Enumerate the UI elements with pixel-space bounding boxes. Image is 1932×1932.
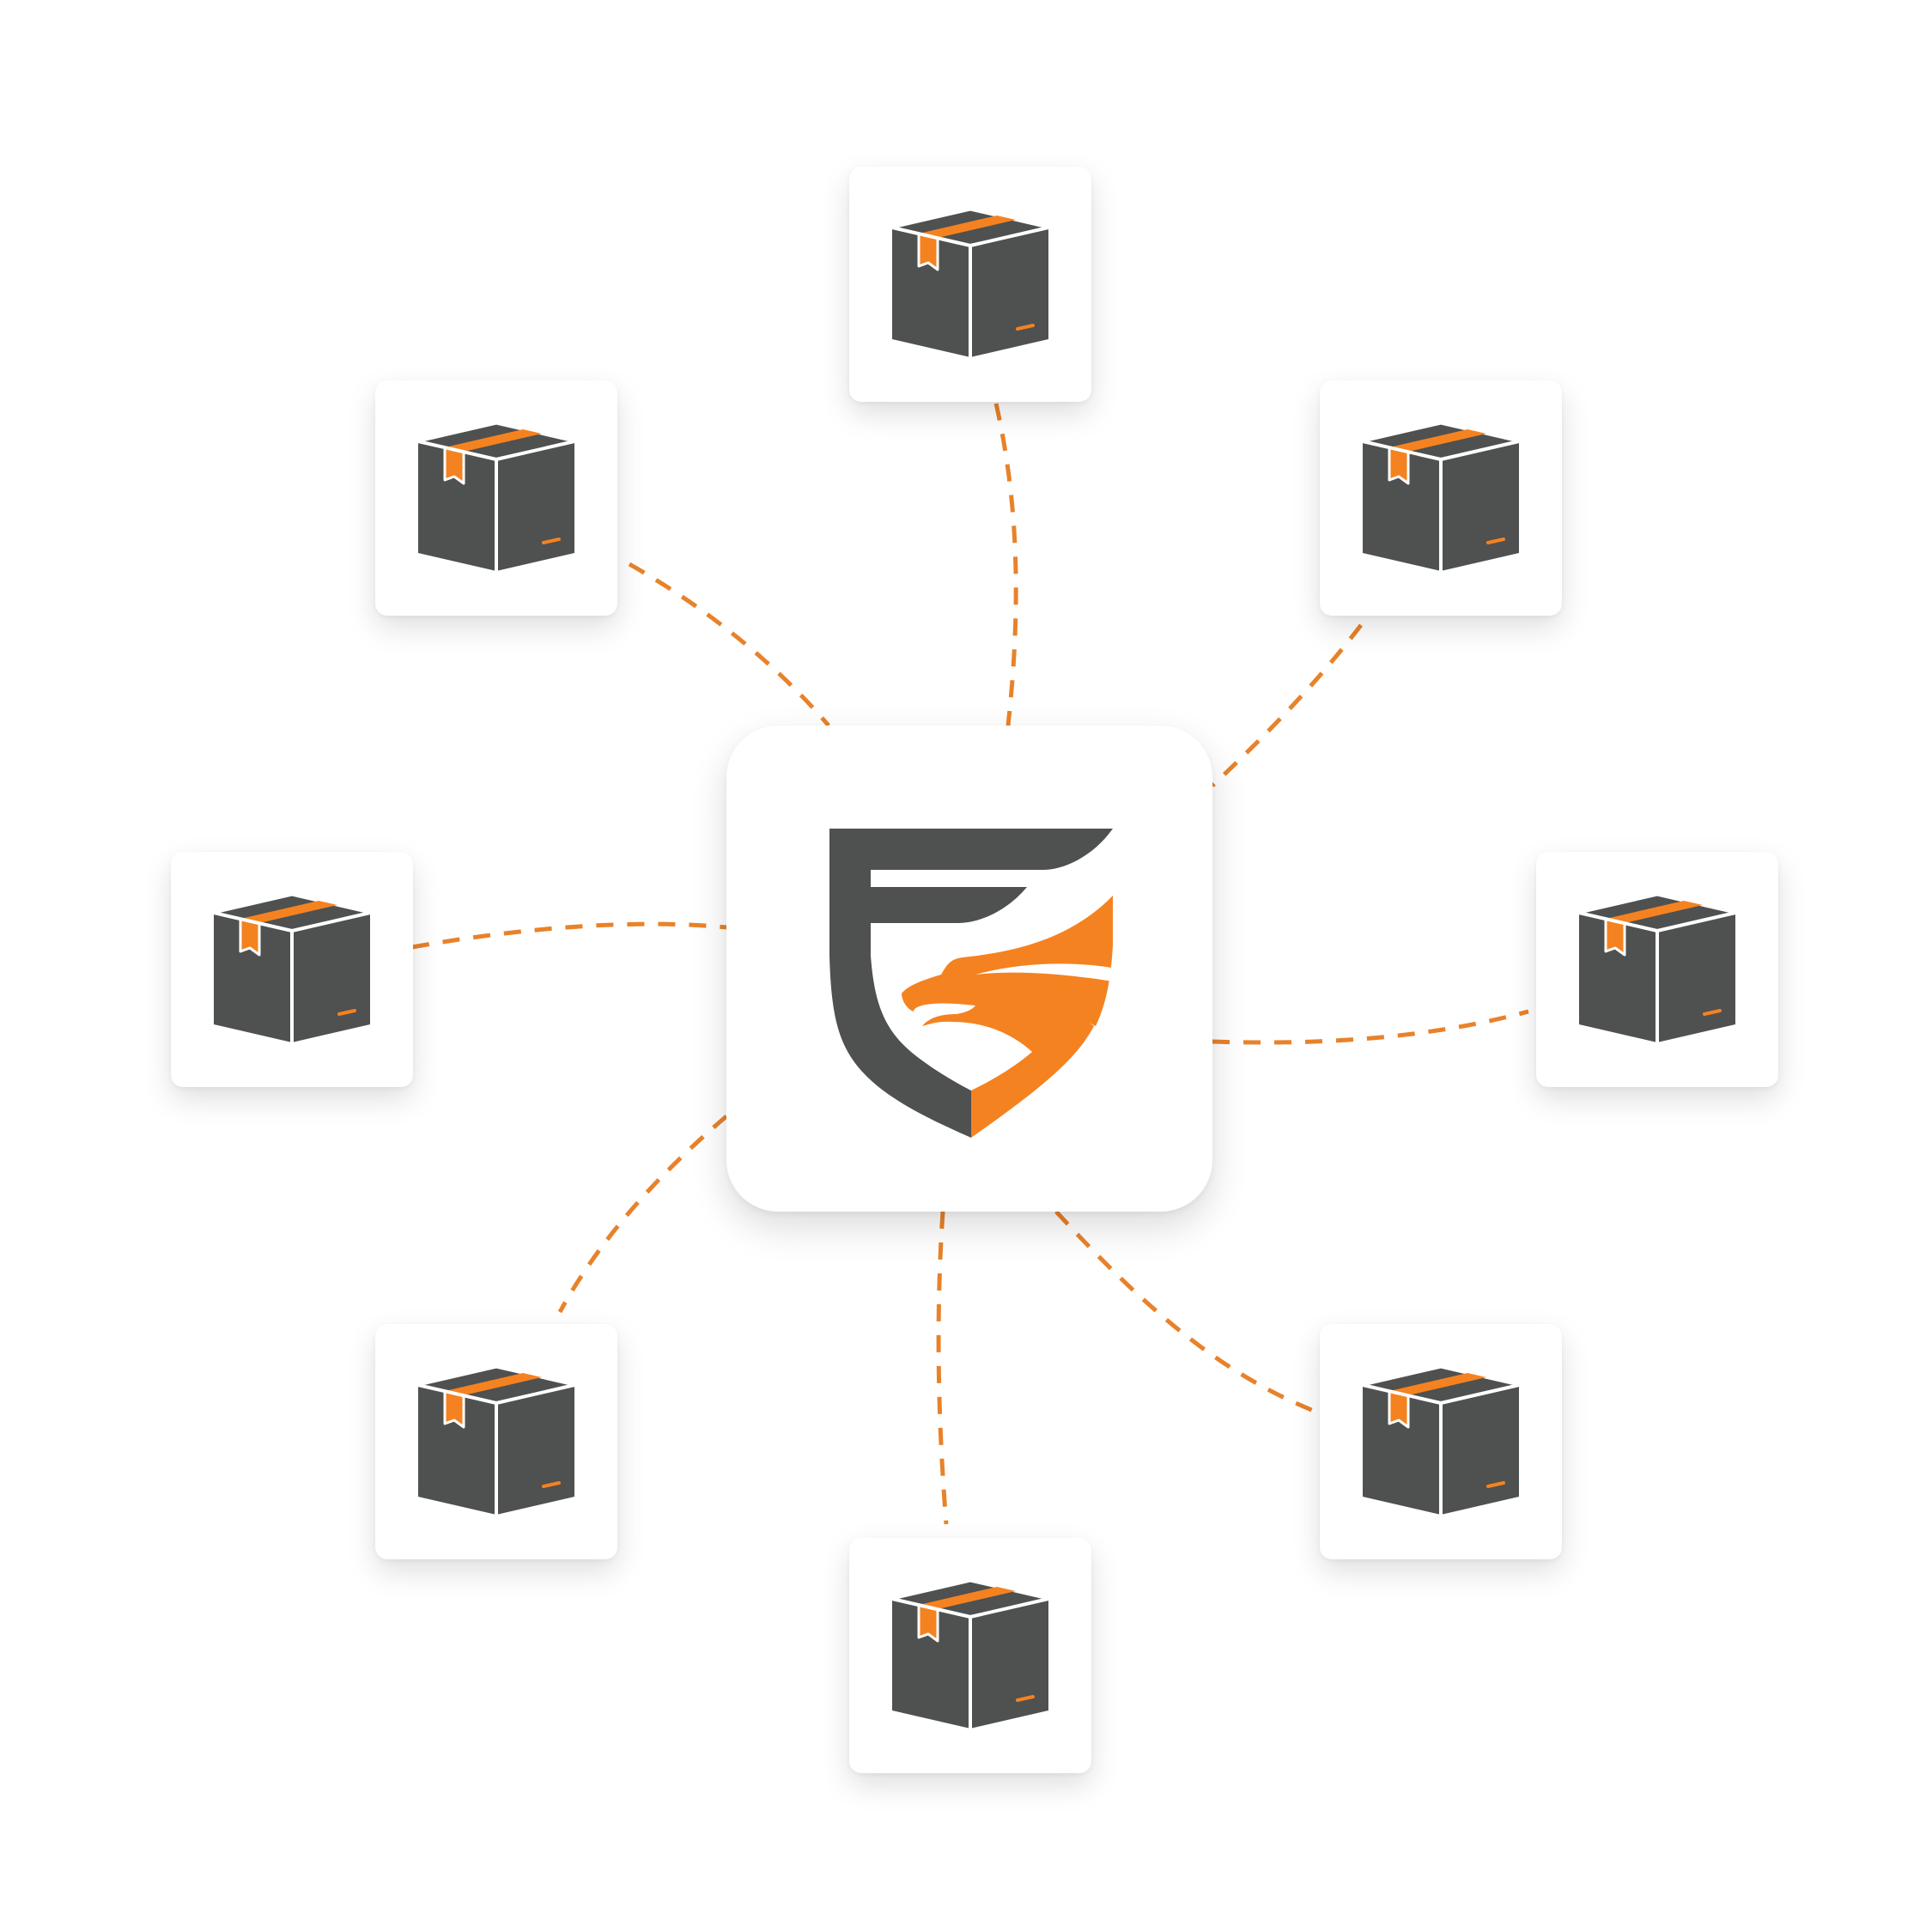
connector-bottom-right	[1054, 1210, 1319, 1415]
package-box-icon	[1361, 422, 1521, 571]
package-box-icon	[890, 208, 1050, 357]
package-box-icon	[1361, 1365, 1521, 1515]
shield-eagle-logo-icon	[829, 829, 1113, 1138]
package-box-icon	[1577, 893, 1737, 1042]
package-node-bottom-left	[375, 1324, 617, 1559]
package-node-bottom	[849, 1538, 1091, 1773]
connector-bottom	[936, 1211, 949, 1525]
package-node-left	[171, 852, 413, 1087]
package-node-bottom-right	[1320, 1324, 1562, 1559]
connector-top-left	[628, 562, 830, 727]
connector-left	[411, 921, 727, 950]
hub-logo-tile	[726, 726, 1212, 1212]
package-box-icon	[416, 1365, 576, 1515]
package-node-top-left	[375, 380, 617, 616]
package-box-icon	[890, 1579, 1050, 1728]
package-node-top	[849, 167, 1091, 402]
package-node-right	[1536, 852, 1778, 1087]
package-box-icon	[416, 422, 576, 571]
connector-top-right	[1211, 623, 1363, 787]
connector-right	[1212, 1009, 1529, 1045]
connector-top	[993, 403, 1018, 726]
package-node-top-right	[1320, 380, 1562, 616]
package-box-icon	[212, 893, 372, 1042]
connector-bottom-left	[557, 1115, 728, 1314]
